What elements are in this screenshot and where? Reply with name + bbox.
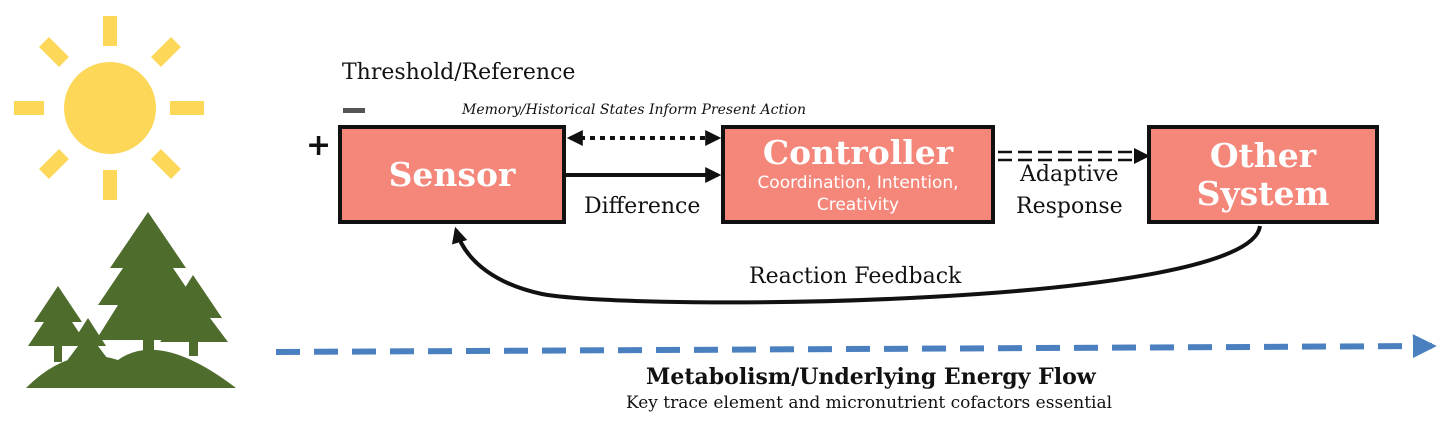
other-system-box: Other System [1147,125,1379,224]
adaptive-response-arrow [998,148,1150,164]
adaptive-label-line1: Adaptive [1020,162,1119,187]
sensor-box: Sensor [338,125,566,224]
difference-label: Difference [584,194,701,219]
minus-sign [343,108,365,113]
memory-label: Memory/Historical States Inform Present … [462,102,806,118]
reaction-feedback-label: Reaction Feedback [749,264,962,289]
metabolism-subtitle: Key trace element and micronutrient cofa… [626,393,1113,413]
sun-icon [14,16,204,200]
sensor-title: Sensor [388,154,516,194]
forest-trees-icon [26,212,236,388]
metabolism-title: Metabolism/Underlying Energy Flow [646,364,1096,390]
reaction-feedback-arrow [451,225,1262,305]
controller-subtitle-line2: Creativity [816,194,900,215]
other-system-title-line1: Other [1209,135,1317,175]
controller-box: Controller Coordination, Intention, Crea… [721,125,995,224]
adaptive-label-line2: Response [1016,194,1123,219]
other-system-title-line2: System [1196,173,1330,213]
threshold-label: Threshold/Reference [342,60,576,85]
energy-flow-arrow [275,334,1437,359]
controller-subtitle-line1: Coordination, Intention, [757,172,959,193]
controller-title: Controller [762,132,954,172]
plus-sign: + [306,128,332,163]
